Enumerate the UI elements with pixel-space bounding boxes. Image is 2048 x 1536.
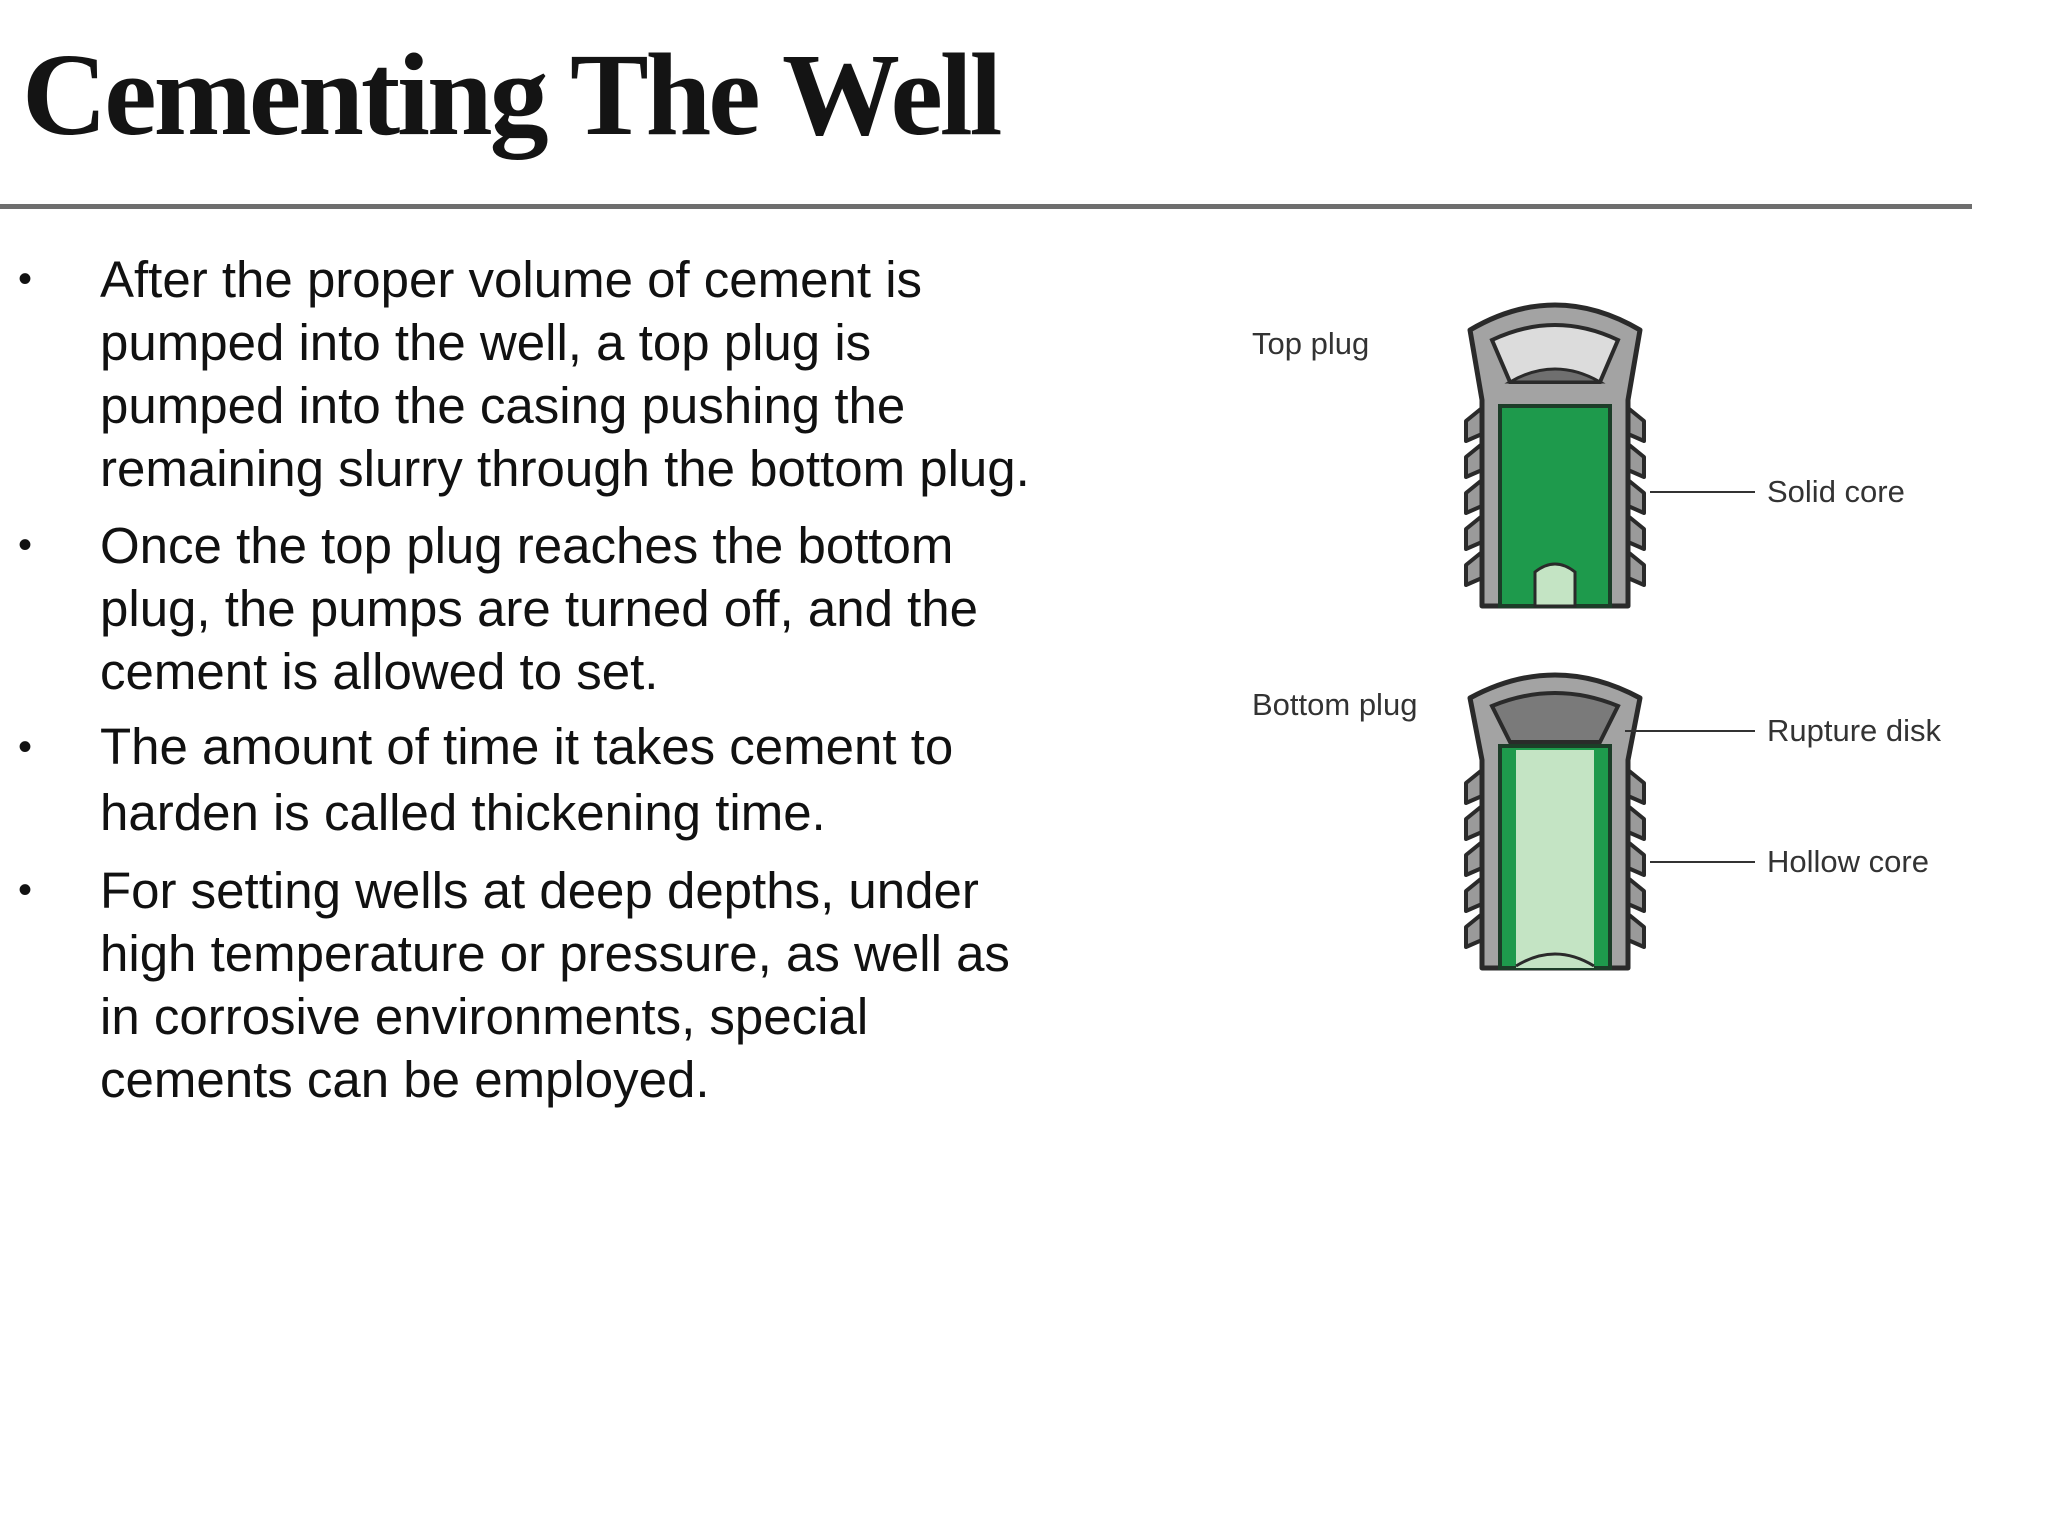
bullet-list: After the proper volume of cement is pum… [0, 248, 1060, 1111]
bottom-plug-base-arc [1515, 952, 1595, 968]
bullet-item: For setting wells at deep depths, under … [0, 859, 1060, 1111]
label-bottom-plug: Bottom plug [1252, 687, 1417, 722]
label-top-plug: Top plug [1252, 326, 1369, 361]
leader-lines [1625, 491, 1755, 863]
label-hollow-core: Hollow core [1767, 844, 1929, 879]
top-plug-cup-base [1504, 367, 1606, 384]
top-plug-bottom-recess [1533, 562, 1577, 608]
top-plug [1464, 302, 1646, 609]
top-plug-cup [1489, 323, 1621, 384]
title-divider [0, 204, 1972, 209]
slide-title: Cementing The Well [22, 29, 1002, 160]
label-rupture-disk: Rupture disk [1767, 713, 1942, 748]
cement-plug-diagram: Top plug Bottom plug Solid core Rupture … [1252, 302, 1942, 971]
bullet-item: After the proper volume of cement is pum… [0, 248, 1060, 500]
bullet-item: Once the top plug reaches the bottom plu… [0, 514, 1060, 703]
rupture-disk [1489, 691, 1621, 744]
label-solid-core: Solid core [1767, 474, 1905, 509]
bullet-item: The amount of time it takes cement to ha… [0, 714, 1060, 846]
bottom-plug-hollow-interior [1516, 750, 1594, 968]
bottom-plug [1464, 672, 1646, 971]
